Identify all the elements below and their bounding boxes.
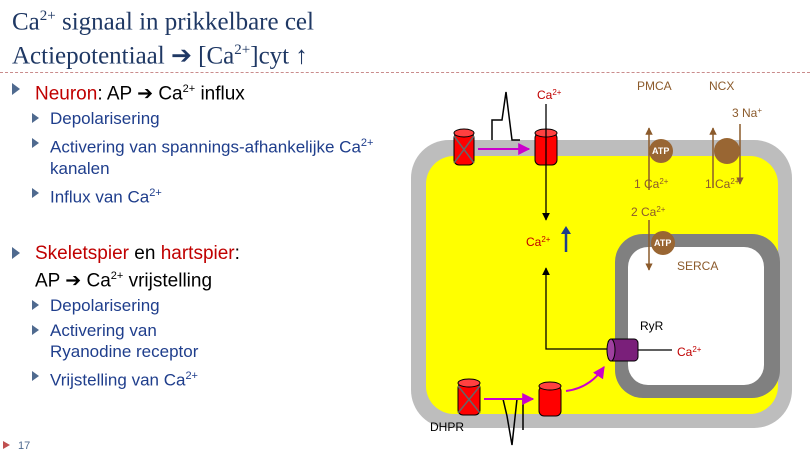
ncx-label: NCX <box>709 79 734 93</box>
right-arrow-icon: ➔ <box>170 42 192 70</box>
calcium-channel-bottom <box>538 381 562 417</box>
title-divider <box>0 72 810 73</box>
bullet-arrow-icon <box>12 83 20 95</box>
bullet-neuron: Neuron: AP ➔ Ca2+ influx <box>10 78 415 105</box>
ca-label-ryr: Ca2+ <box>677 345 702 359</box>
ryanodine-receptor <box>606 338 672 362</box>
dhpr-label: DHPR <box>430 420 464 434</box>
slide-title: Ca2+ signaal in prikkelbare cel Actiepot… <box>12 2 314 71</box>
dhpr-channel <box>457 378 481 416</box>
bullet-arrow-icon <box>32 370 39 381</box>
serca-ca-label: 2 Ca2+ <box>631 205 666 219</box>
serca-label: SERCA <box>677 259 718 273</box>
bullet-arrow-icon <box>32 299 39 310</box>
sub-bullet: Depolarisering <box>10 108 415 129</box>
right-arrow-icon: ➔ <box>65 269 82 291</box>
slide-marker-icon <box>3 441 10 449</box>
ryr-label: RyR <box>640 319 664 333</box>
ca-label-top: Ca2+ <box>537 88 562 102</box>
title-line-2: Actiepotentiaal ➔ [Ca2+]cyt ↑ <box>12 42 308 70</box>
pmca-label: PMCA <box>637 79 672 93</box>
bullet-muscle: Skeletspier en hartspier: AP ➔ Ca2+ vrij… <box>10 242 415 292</box>
title-line-1: Ca2+ signaal in prikkelbare cel <box>12 8 314 36</box>
increase-arrow-head <box>561 226 571 234</box>
ryr-to-cytosol-arrow <box>542 267 612 350</box>
pmca-atp-circle <box>649 139 673 163</box>
sub-bullet: Activering van spannings-afhankelijke Ca… <box>10 133 415 179</box>
sub-bullet: Depolarisering <box>10 295 415 316</box>
bullet-arrow-icon <box>12 246 20 259</box>
bullet-arrow-icon <box>32 187 39 198</box>
inactive-channel-top <box>453 128 475 166</box>
bullet-list: Neuron: AP ➔ Ca2+ influx Depolarisering … <box>10 78 415 395</box>
sodium-label: 3 Na+ <box>732 106 762 120</box>
ncx-exchanger-circle <box>714 138 740 164</box>
slide-number: 17 <box>3 440 30 452</box>
serca-atp-circle <box>651 231 675 255</box>
bullet-arrow-icon <box>32 113 39 124</box>
bullet-arrow-icon <box>32 324 39 335</box>
right-arrow-icon: ➔ <box>137 83 154 105</box>
coupling-arrow <box>565 366 605 392</box>
sub-bullet: Vrijstelling van Ca2+ <box>10 366 415 391</box>
ncx-ca-label: 1 Ca2+ <box>705 177 740 191</box>
pmca-ca-label: 1 Ca2+ <box>634 177 669 191</box>
bullet-arrow-icon <box>32 138 39 149</box>
serca-atp-label: ATP <box>654 238 671 248</box>
action-potential-top <box>491 91 520 141</box>
pmca-atp-label: ATP <box>652 146 669 156</box>
ca-label-cytosol: Ca2+ <box>526 235 551 249</box>
sub-bullet: Influx van Ca2+ <box>10 183 415 208</box>
